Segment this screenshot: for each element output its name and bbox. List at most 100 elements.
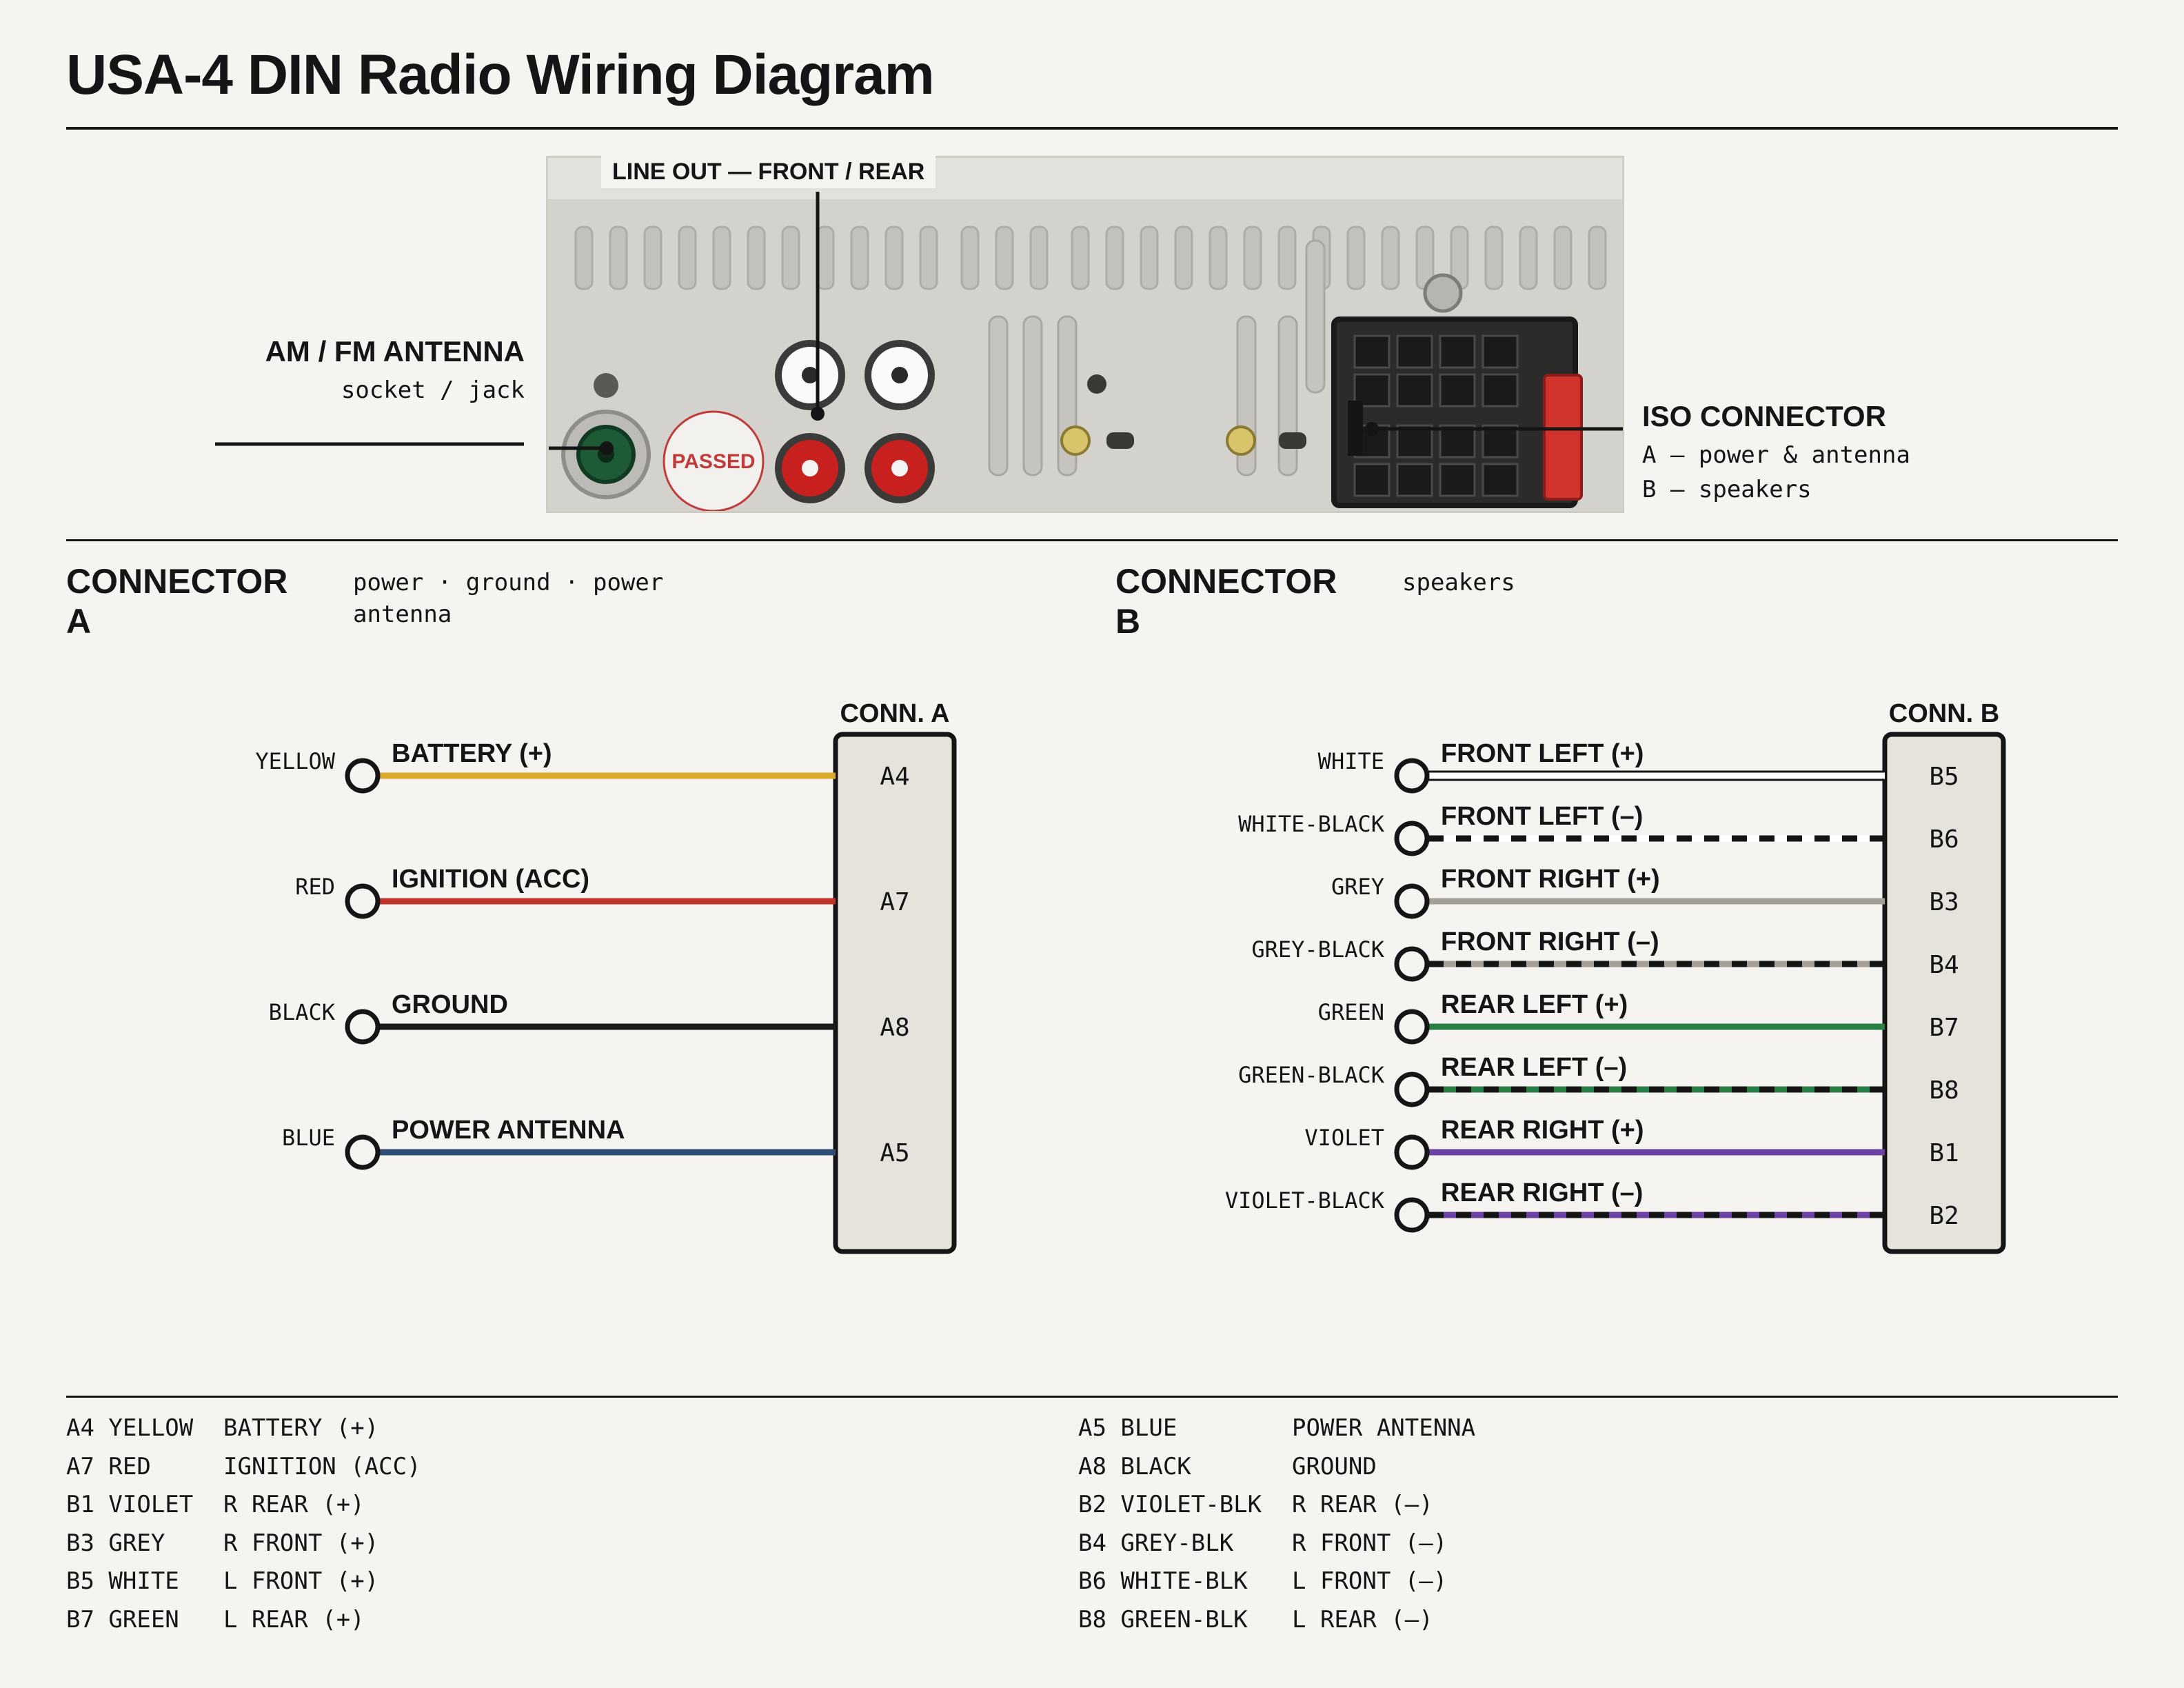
conn-b-wire-b1-color-name: VIOLET <box>1304 1125 1384 1151</box>
legend-pin-color: B7 GREEN <box>66 1605 179 1634</box>
legend-row: A4 YELLOW BATTERY (+) <box>66 1409 421 1448</box>
conn-a-wire-a7-pin: A7 <box>880 888 909 916</box>
conn-b-wire-b8-label: REAR LEFT (–) <box>1441 1053 1627 1082</box>
conn-a-wire-a8-label: GROUND <box>392 990 508 1019</box>
connector-a-desc: power · ground · power antenna <box>353 569 664 628</box>
photo-divider <box>66 539 2118 541</box>
connector-b-desc: speakers <box>1402 569 1515 596</box>
legend-row: B7 GREEN L REAR (+) <box>66 1601 421 1640</box>
title-divider <box>66 127 2118 130</box>
legend-function: R FRONT (+) <box>223 1529 379 1557</box>
conn-b-wire-b6-color-name: WHITE-BLACK <box>1238 811 1385 837</box>
conn-b-wire-b4-pin: B4 <box>1929 951 1959 979</box>
legend-pin-color: B2 VIOLET-BLK <box>1078 1491 1262 1518</box>
conn-b-connector-block <box>1882 732 2006 1254</box>
line-out-label: LINE OUT — FRONT / REAR <box>601 156 936 188</box>
conn-a-connector-head: CONN. A <box>840 699 949 728</box>
conn-b-wire-b4-label: FRONT RIGHT (–) <box>1441 927 1659 956</box>
legend-row: B2 VIOLET-BLK R REAR (–) <box>1078 1486 1475 1525</box>
conn-b-wire-b5-pin: B5 <box>1929 763 1959 791</box>
conn-b-wire-b8-terminal <box>1394 1072 1430 1107</box>
legend-pin-color: B1 VIOLET <box>66 1491 194 1518</box>
legend-row: B3 GREY R FRONT (+) <box>66 1525 421 1563</box>
conn-a-wire-a8-pin: A8 <box>880 1014 909 1042</box>
conn-b-connector-head: CONN. B <box>1889 699 1999 728</box>
conn-a-wire-a7-color-name: RED <box>295 874 335 900</box>
legend-row: B4 GREY-BLK R FRONT (–) <box>1078 1525 1475 1563</box>
conn-b-wire-b7-label: REAR LEFT (+) <box>1441 990 1628 1019</box>
conn-a-wire-a4-terminal <box>345 758 381 794</box>
conn-b-wire-b1-label: REAR RIGHT (+) <box>1441 1116 1644 1145</box>
conn-b-wire-b2-label: REAR RIGHT (–) <box>1441 1178 1643 1207</box>
legend-pin-color: B8 GREEN-BLK <box>1078 1605 1248 1634</box>
conn-b-wire-b4-terminal <box>1394 946 1430 982</box>
conn-b-wire-b1-pin: B1 <box>1929 1139 1959 1167</box>
legend-left: A4 YELLOW BATTERY (+) A7 RED IGNITION (ACC)… <box>66 1409 421 1639</box>
conn-b-wire-b5-terminal <box>1394 758 1430 794</box>
conn-a-wire-a4-pin: A4 <box>880 763 909 791</box>
legend-pin-color: A4 YELLOW <box>66 1414 194 1442</box>
conn-b-wire-b6-terminal <box>1394 821 1430 856</box>
conn-b-wire-b6-pin: B6 <box>1929 825 1959 854</box>
legend-function: L REAR (–) <box>1292 1605 1433 1634</box>
iso-callout-sub-b: B — speakers <box>1642 476 1812 503</box>
legend-row: A8 BLACK GROUND <box>1078 1448 1475 1487</box>
connector-b-title: CONNECTOR B <box>1115 562 1337 641</box>
legend-divider <box>66 1396 2118 1398</box>
conn-b-wire-b3-terminal <box>1394 883 1430 919</box>
conn-b-wire-b2-color-name: VIOLET-BLACK <box>1225 1187 1385 1214</box>
legend-function: BATTERY (+) <box>223 1414 379 1442</box>
legend-pin-color: B5 WHITE <box>66 1567 179 1595</box>
conn-b-wire-b6-label: FRONT LEFT (–) <box>1441 802 1643 831</box>
legend-function: POWER ANTENNA <box>1292 1414 1476 1442</box>
legend-function: L FRONT (+) <box>223 1567 379 1595</box>
legend-function: GROUND <box>1292 1452 1377 1480</box>
conn-b-wire-b8-pin: B8 <box>1929 1076 1959 1105</box>
legend-function: R REAR (–) <box>1292 1491 1433 1518</box>
conn-b-wire-b5-color-name: WHITE <box>1318 748 1384 774</box>
legend-pin-color: A7 RED <box>66 1452 151 1480</box>
legend-row: B1 VIOLET R REAR (+) <box>66 1486 421 1525</box>
conn-b-wire-b3-label: FRONT RIGHT (+) <box>1441 865 1660 894</box>
conn-b-wire-b7-terminal <box>1394 1009 1430 1045</box>
conn-b-wire-b5-label: FRONT LEFT (+) <box>1441 739 1644 768</box>
conn-a-wire-a5-pin: A5 <box>880 1139 909 1167</box>
iso-callout-sub-a: A — power & antenna <box>1642 441 1910 469</box>
radio-back-panel-photo: PASSED <box>546 156 1624 513</box>
conn-b-wire-b7-pin: B7 <box>1929 1014 1959 1042</box>
conn-a-wire-a4-color-name: YELLOW <box>255 748 335 774</box>
conn-a-wire-a7-label: IGNITION (ACC) <box>392 865 589 894</box>
legend-pin-color: B4 GREY-BLK <box>1078 1529 1234 1557</box>
legend-row: A7 RED IGNITION (ACC) <box>66 1448 421 1487</box>
conn-a-wire-a4-label: BATTERY (+) <box>392 739 552 768</box>
conn-a-connector-block <box>833 732 957 1254</box>
legend-function: IGNITION (ACC) <box>223 1452 421 1480</box>
legend-pin-color: B3 GREY <box>66 1529 165 1557</box>
conn-a-wire-a7-terminal <box>345 883 381 919</box>
conn-b-wire-b8-color-name: GREEN-BLACK <box>1238 1062 1385 1088</box>
page-title: USA-4 DIN Radio Wiring Diagram <box>66 43 935 106</box>
qc-sticker-text: PASSED <box>671 450 755 473</box>
antenna-callout-sub: socket / jack <box>341 376 525 404</box>
legend-function: R FRONT (–) <box>1292 1529 1448 1557</box>
legend-function: L REAR (+) <box>223 1605 365 1634</box>
conn-b-wire-b1-terminal <box>1394 1134 1430 1170</box>
conn-a-wire-a8-terminal <box>345 1009 381 1045</box>
legend-function: L FRONT (–) <box>1292 1567 1448 1595</box>
legend-pin-color: A8 BLACK <box>1078 1452 1191 1480</box>
conn-a-wire-a5-color-name: BLUE <box>282 1125 335 1151</box>
legend-pin-color: A5 BLUE <box>1078 1414 1177 1442</box>
conn-b-wire-b2-pin: B2 <box>1929 1202 1959 1230</box>
conn-b-wire-b4-color-name: GREY-BLACK <box>1251 936 1384 963</box>
conn-b-wire-b7-color-name: GREEN <box>1318 999 1384 1025</box>
legend-row: B8 GREEN-BLK L REAR (–) <box>1078 1601 1475 1640</box>
conn-a-wire-a5-terminal <box>345 1134 381 1170</box>
legend-row: B5 WHITE L FRONT (+) <box>66 1563 421 1601</box>
legend-row: A5 BLUE POWER ANTENNA <box>1078 1409 1475 1448</box>
conn-a-wire-a8-color-name: BLACK <box>269 999 336 1025</box>
conn-b-wire-b2-terminal <box>1394 1197 1430 1233</box>
legend-function: R REAR (+) <box>223 1491 365 1518</box>
legend-right: A5 BLUE POWER ANTENNA A8 BLACK GROUND B2 VIO… <box>1078 1409 1475 1639</box>
